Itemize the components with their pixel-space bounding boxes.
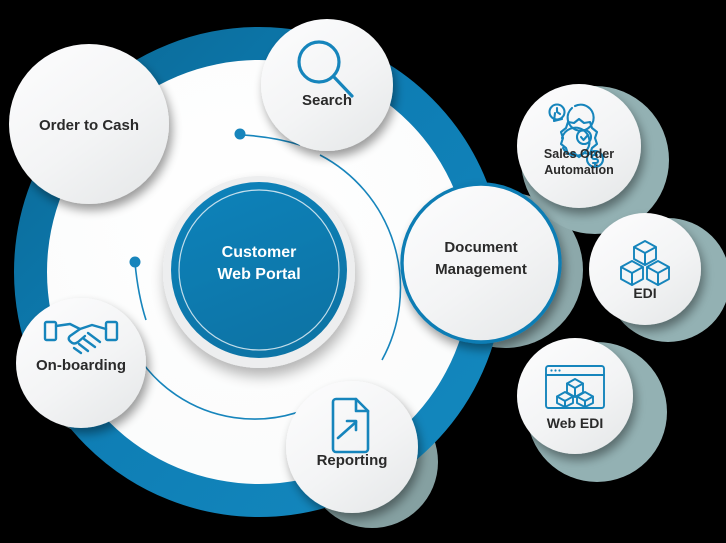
center-label-line1: Customer xyxy=(222,244,297,261)
label-order-to-cash: Order to Cash xyxy=(39,117,139,134)
node-web-edi[interactable]: Web EDI xyxy=(517,338,633,454)
label-edi: EDI xyxy=(633,285,656,301)
label-sales-order-automation-line1: Sales Order xyxy=(544,147,614,161)
node-on-boarding[interactable]: On-boarding xyxy=(16,298,146,428)
label-sales-order-automation-line2: Automation xyxy=(544,163,613,177)
center-label-line2: Web Portal xyxy=(217,266,300,283)
gear-cycle-icon xyxy=(548,103,605,169)
node-document-management[interactable]: Document Management xyxy=(400,182,562,344)
browser-cubes-icon xyxy=(545,365,605,409)
connector-search-upper-arc xyxy=(319,154,402,361)
label-search: Search xyxy=(302,92,352,109)
connector-search xyxy=(234,128,301,146)
magnifier-icon xyxy=(297,40,354,98)
node-edi[interactable]: EDI xyxy=(589,213,701,325)
label-web-edi: Web EDI xyxy=(547,415,604,431)
label-reporting: Reporting xyxy=(317,452,388,469)
label-on-boarding: On-boarding xyxy=(36,357,126,374)
center-node-customer-web-portal[interactable]: Customer Web Portal xyxy=(163,176,355,368)
document-chart-icon xyxy=(331,397,370,454)
handshake-icon xyxy=(43,320,119,355)
connector-on-boarding xyxy=(129,256,147,321)
label-document-management-line1: Document xyxy=(444,239,517,256)
label-document-management-line2: Management xyxy=(435,261,527,278)
cubes-icon xyxy=(620,240,670,286)
node-order-to-cash[interactable]: Order to Cash xyxy=(9,44,169,204)
node-reporting[interactable]: Reporting xyxy=(286,381,418,513)
node-sales-order-automation[interactable]: Sales Order Automation xyxy=(517,84,641,208)
node-search[interactable]: Search xyxy=(261,19,393,151)
